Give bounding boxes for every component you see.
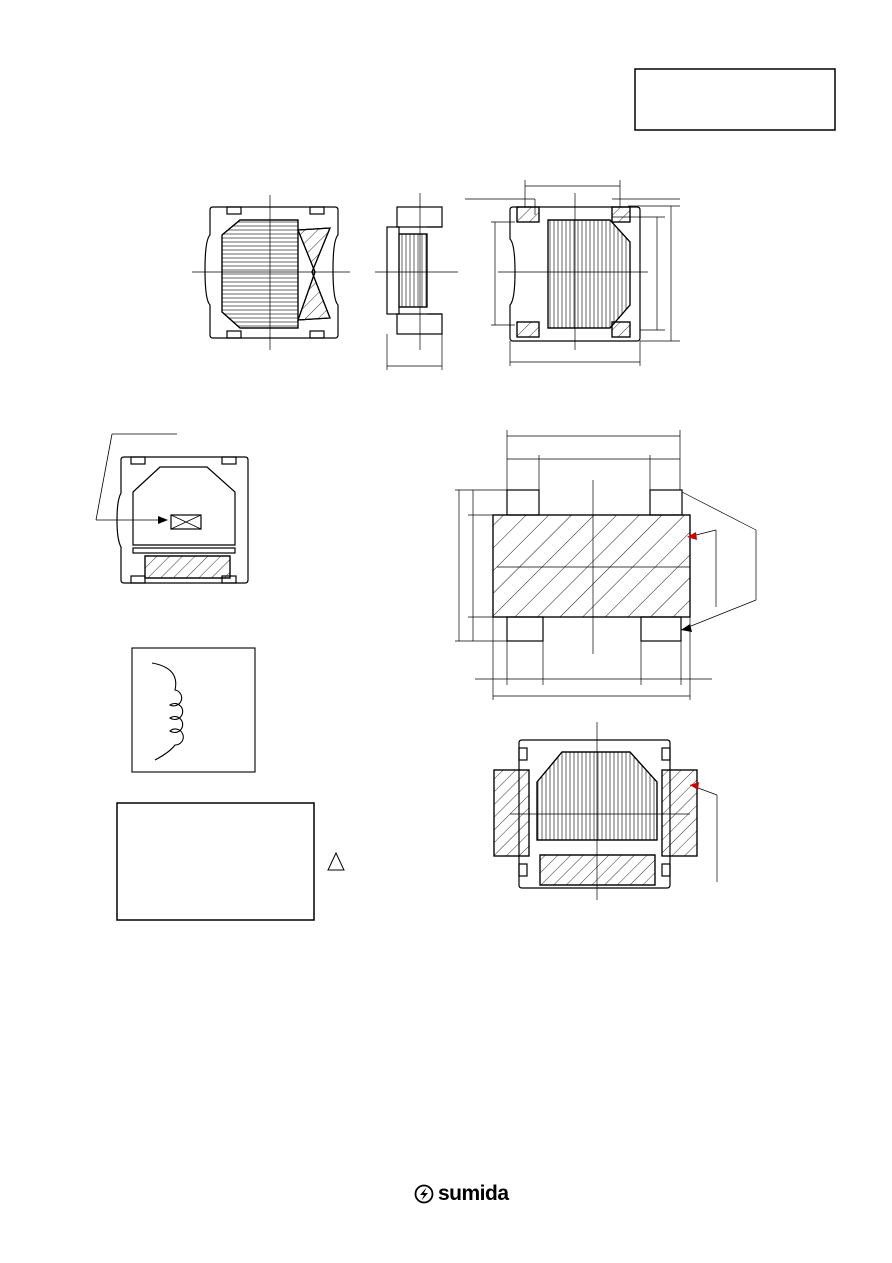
top-view: [192, 195, 350, 350]
sumida-logo-icon: [414, 1184, 434, 1204]
side-view: [375, 193, 458, 370]
triangle-icon: [327, 851, 345, 871]
schematic-symbol: [131, 647, 256, 773]
marking-view: [95, 433, 249, 584]
footer-logo: sumida: [414, 1181, 509, 1207]
mounted-view: [493, 722, 718, 900]
land-pattern-view: [455, 430, 757, 700]
bottom-view: [465, 180, 680, 366]
notes-box: [116, 802, 315, 921]
logo-text: sumida: [438, 1182, 509, 1205]
title-block: [634, 68, 836, 131]
